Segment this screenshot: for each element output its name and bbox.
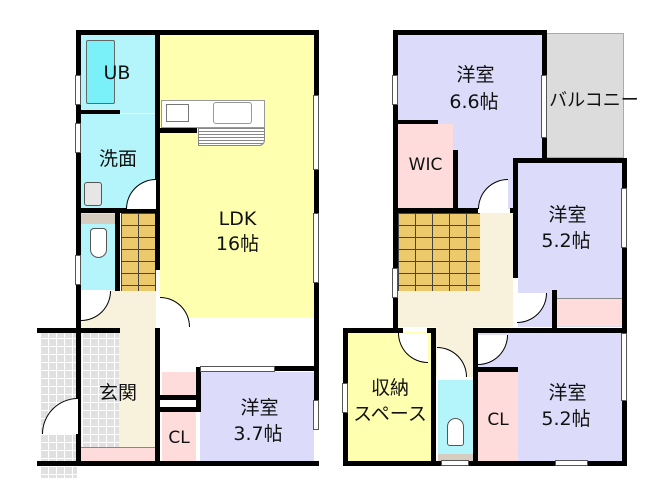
label-western-3-7: 洋室 (240, 397, 279, 419)
room-wic (398, 124, 453, 209)
label-balcony: バルコニー (549, 90, 639, 111)
window (392, 75, 398, 105)
toilet-bowl (90, 228, 107, 258)
window (342, 383, 348, 413)
toilet-tank (438, 454, 473, 462)
room-hall-floor2-right (480, 213, 513, 293)
window (392, 268, 398, 298)
window (75, 75, 81, 105)
label-western-5-2-lower: 洋室 (548, 382, 587, 404)
label-closet: CL (168, 428, 190, 448)
washbasin (84, 182, 102, 206)
shoe-cabinet (81, 447, 156, 464)
window (75, 255, 81, 285)
window (441, 460, 469, 466)
window (541, 75, 547, 138)
room-ldk (160, 35, 316, 318)
bathtub (86, 40, 115, 104)
stairs-floor2 (398, 213, 480, 291)
window (555, 460, 588, 466)
label-western-5-2-lower-size: 5.2帖 (541, 408, 591, 430)
label-western-5-2-upper-size: 5.2帖 (541, 230, 591, 252)
window (200, 366, 275, 372)
room-closet (162, 411, 196, 464)
room-closet-floor2 (478, 372, 518, 463)
label-western-5-2-upper: 洋室 (548, 204, 587, 226)
closet-upper-right (556, 298, 622, 326)
label-storage-2: スペース (353, 403, 427, 425)
window (313, 400, 319, 430)
room-western-3-7 (200, 372, 314, 464)
counter-bar (198, 128, 265, 146)
window (313, 95, 319, 170)
label-washroom: 洗面 (98, 148, 137, 170)
room-western-5-2-lower (518, 332, 622, 463)
stairs-floor1 (121, 213, 156, 291)
label-western-6-6: 洋室 (456, 64, 495, 86)
label-western-6-6-size: 6.6帖 (449, 91, 499, 113)
entrance-floor-tile (82, 330, 119, 449)
room-balcony (546, 33, 624, 158)
label-storage: 収納 (370, 377, 409, 399)
label-western-3-7-size: 3.7帖 (233, 423, 283, 445)
label-entrance: 玄関 (98, 382, 137, 404)
window (75, 123, 81, 153)
label-ldk: LDK (218, 208, 257, 230)
closet-upper (162, 372, 196, 396)
label-wic: WIC (408, 155, 443, 175)
label-ub: UB (103, 62, 131, 84)
window (313, 213, 319, 283)
label-ldk-size: 16帖 (215, 233, 260, 255)
label-closet-floor2: CL (487, 410, 509, 430)
toilet-bowl (447, 418, 464, 446)
toilet-tank (81, 214, 115, 224)
sink (213, 102, 252, 124)
window (621, 333, 627, 401)
room-hall-floor2 (398, 291, 513, 327)
stove (166, 104, 189, 122)
window (621, 188, 627, 248)
